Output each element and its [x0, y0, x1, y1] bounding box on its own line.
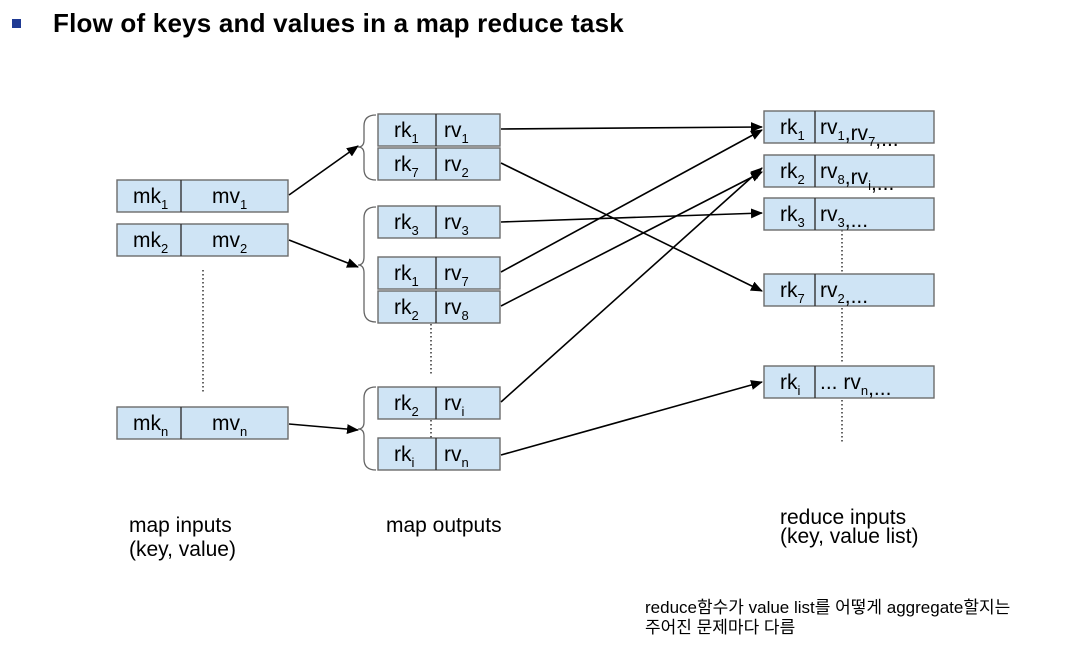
caption-map-inputs-line1: map inputs: [129, 514, 232, 537]
page-title: Flow of keys and values in a map reduce …: [53, 7, 624, 38]
map-output-3-key: rk3: [394, 211, 419, 238]
map-output-5-box: [377, 290, 501, 324]
caption-map-inputs: map inputs (key, value): [129, 514, 236, 562]
brace-group-1: [357, 114, 377, 181]
map-output-7: rki rvn: [377, 437, 501, 471]
map-output-6-key: rk2: [394, 392, 419, 419]
brace-group-3: [357, 386, 377, 471]
map-output-4-key: rk1: [394, 262, 419, 289]
map-input-2-key: mk2: [133, 229, 168, 256]
map-output-5: rk2 rv8: [377, 290, 501, 324]
map-input-3-value: mvn: [212, 412, 247, 439]
arrow-rk2rvi-to-rk2: [500, 167, 763, 403]
reduce-input-2: rk2 rv8,rvi,...: [763, 154, 935, 195]
arrow-rk1rv7-to-rk1: [500, 129, 763, 273]
note-line1: reduce함수가 value list를 어떻게 aggregate할지는: [645, 598, 1011, 617]
reduce-input-2-key: rk2: [780, 160, 805, 187]
map-output-4-box: [377, 256, 501, 290]
note-line2: 주어진 문제마다 다름: [645, 618, 796, 637]
map-output-6: rk2 rvi: [377, 386, 501, 420]
reduce-input-2-box: [763, 154, 935, 188]
map-output-2: rk7 rv2: [377, 147, 501, 181]
arrow-rkirvn-to-rki: [500, 380, 763, 456]
arrow-rk2rv8-to-rk2: [500, 171, 763, 307]
reduce-input-3-value: rv3,...: [820, 203, 868, 232]
map-input-1-key: mk1: [133, 185, 168, 212]
map-input-1-value: mv1: [212, 185, 247, 212]
reduce-input-1-value: rv1,rv7,...: [820, 116, 899, 151]
arrow-rk3rv3-to-rk3: [500, 208, 763, 223]
reduce-input-3-box: [763, 197, 935, 231]
reduce-input-5-value: ... rvn,...: [820, 371, 891, 400]
map-output-4-value: rv7: [444, 262, 469, 289]
reduce-input-5: rki ... rvn,...: [763, 365, 935, 400]
note-text: reduce함수가 value list를 어떻게 aggregate할지는 주…: [645, 598, 1010, 638]
square-bullet-icon: [12, 18, 21, 28]
map-input-2-box: [116, 223, 289, 257]
map-input-3-box: [116, 406, 289, 440]
map-output-3-box: [377, 205, 501, 239]
reduce-input-2-value: rv8,rvi,...: [820, 160, 894, 195]
reduce-input-1-key: rk1: [780, 116, 805, 143]
map-input-3: mkn mvn: [116, 406, 289, 440]
map-input-2: mk2 mv2: [116, 223, 289, 257]
map-output-1-key: rk1: [394, 119, 419, 146]
map-input-2-value: mv2: [212, 229, 247, 256]
map-input-1-box: [116, 179, 289, 213]
map-output-7-value: rvn: [444, 443, 469, 470]
map-input-1: mk1 mv1: [116, 179, 289, 213]
arrow-rk1rv1-to-rk1: [500, 122, 763, 133]
map-output-6-box: [377, 386, 501, 420]
reduce-input-3: rk3 rv3,...: [763, 197, 935, 232]
map-output-2-key: rk7: [394, 153, 419, 180]
reduce-input-3-key: rk3: [780, 203, 805, 230]
map-output-7-box: [377, 437, 501, 471]
arrow-rk7rv2-to-rk7: [500, 162, 763, 292]
arrow-input1-to-group1: [288, 145, 359, 196]
map-output-1-box: [377, 113, 501, 147]
reduce-input-5-key: rki: [780, 371, 801, 398]
caption-reduce-inputs: reduce inputs (key, value list): [780, 506, 919, 548]
map-output-5-key: rk2: [394, 296, 419, 323]
map-output-6-value: rvi: [444, 392, 465, 419]
map-input-3-key: mkn: [133, 412, 168, 439]
reduce-input-4-value: rv2,...: [820, 279, 868, 308]
reduce-input-4: rk7 rv2,...: [763, 273, 935, 308]
map-output-3: rk3 rv3: [377, 205, 501, 239]
arrow-input2-to-group2: [288, 239, 359, 268]
map-output-3-value: rv3: [444, 211, 469, 238]
map-output-1: rk1 rv1: [377, 113, 501, 147]
reduce-input-1-box: [763, 110, 935, 144]
map-output-1-value: rv1: [444, 119, 469, 146]
caption-map-inputs-line2: (key, value): [129, 538, 236, 561]
brace-group-2: [357, 206, 377, 323]
map-output-7-key: rki: [394, 443, 415, 470]
reduce-input-5-box: [763, 365, 935, 399]
map-output-5-value: rv8: [444, 296, 469, 323]
map-output-4: rk1 rv7: [377, 256, 501, 290]
caption-reduce-inputs-line1: reduce inputs: [780, 506, 907, 529]
arrow-inputn-to-group3: [288, 423, 359, 435]
reduce-input-4-key: rk7: [780, 279, 805, 306]
map-output-2-box: [377, 147, 501, 181]
reduce-input-1: rk1 rv1,rv7,...: [763, 110, 935, 151]
map-output-2-value: rv2: [444, 153, 469, 180]
caption-map-outputs: map outputs: [386, 514, 502, 537]
caption-reduce-inputs-line2: (key, value list): [780, 525, 919, 548]
title-row: Flow of keys and values in a map reduce …: [8, 6, 624, 40]
reduce-input-4-box: [763, 273, 935, 307]
